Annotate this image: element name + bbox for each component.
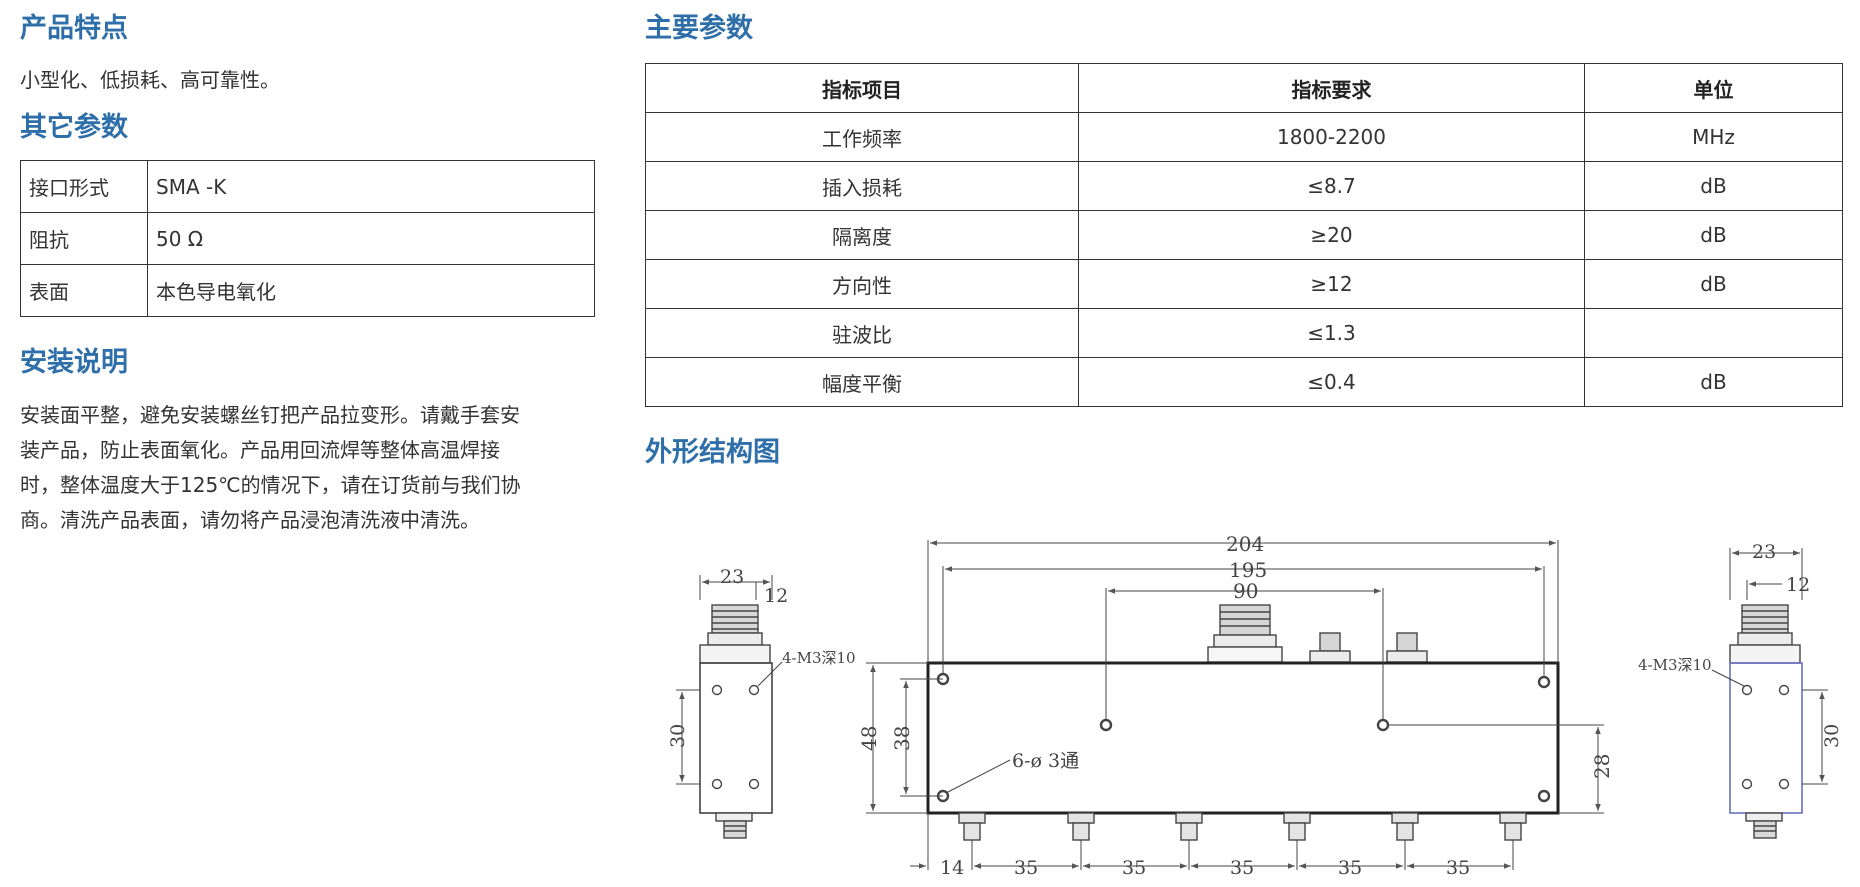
port-height-dim: 28 bbox=[1590, 754, 1614, 779]
left-offset-dim: 12 bbox=[764, 585, 788, 607]
connector-span-dim: 90 bbox=[1233, 579, 1258, 603]
outline-heading: 外形结构图 bbox=[645, 437, 780, 468]
cell: ≤0.4 bbox=[1078, 357, 1585, 407]
height-dim: 48 bbox=[857, 726, 881, 751]
port-pitch-dim: 35 bbox=[1122, 857, 1146, 879]
port-pitch-dim: 35 bbox=[1014, 857, 1038, 879]
table-header-row: 指标项目 指标要求 单位 bbox=[645, 63, 1843, 113]
column-header: 单位 bbox=[1584, 63, 1843, 113]
left-thread-note: 4-M3深10 bbox=[782, 649, 856, 667]
other-params-table: 接口形式 SMA -K 阻抗 50 Ω 表面 本色导电氧化 bbox=[20, 160, 595, 317]
first-port-offset-dim: 14 bbox=[940, 857, 964, 879]
install-heading: 安装说明 bbox=[20, 347, 128, 378]
param-value: SMA -K bbox=[147, 160, 595, 213]
left-side-view bbox=[676, 575, 783, 839]
right-offset-dim: 12 bbox=[1786, 574, 1810, 596]
left-width-dim: 23 bbox=[720, 566, 744, 588]
right-hole-spacing: 30 bbox=[1821, 724, 1843, 748]
other-params-heading: 其它参数 bbox=[20, 112, 128, 143]
left-hole-spacing: 30 bbox=[667, 724, 689, 748]
features-text: 小型化、低损耗、高可靠性。 bbox=[20, 68, 280, 92]
port-pitch-dim: 35 bbox=[1446, 857, 1470, 879]
install-text: 安装面平整，避免安装螺丝钉把产品拉变形。请戴手套安 装产品，防止表面氧化。产品用… bbox=[20, 398, 600, 538]
table-row: 接口形式 SMA -K bbox=[20, 160, 595, 213]
cell: 幅度平衡 bbox=[645, 357, 1079, 407]
overall-length-dim: 204 bbox=[1226, 532, 1264, 556]
features-heading: 产品特点 bbox=[20, 13, 128, 44]
right-side-view bbox=[1711, 548, 1828, 839]
hole-height-dim: 38 bbox=[890, 726, 914, 751]
table-row: 驻波比≤1.3 bbox=[645, 308, 1843, 358]
cell: dB bbox=[1584, 161, 1843, 211]
main-params-heading: 主要参数 bbox=[645, 13, 753, 44]
install-line: 装产品，防止表面氧化。产品用回流焊等整体高温焊接 bbox=[20, 438, 500, 462]
param-value: 本色导电氧化 bbox=[147, 264, 595, 317]
hole-span-dim: 195 bbox=[1229, 558, 1267, 582]
install-line: 时，整体温度大于125℃的情况下，请在订货前与我们协 bbox=[20, 473, 521, 497]
column-header: 指标项目 bbox=[645, 63, 1079, 113]
param-label: 接口形式 bbox=[20, 160, 148, 213]
cell: dB bbox=[1584, 259, 1843, 309]
right-thread-note: 4-M3深10 bbox=[1638, 656, 1712, 674]
right-width-dim: 23 bbox=[1752, 541, 1776, 563]
cell: ≥12 bbox=[1078, 259, 1585, 309]
cell bbox=[1584, 308, 1843, 358]
front-view bbox=[866, 540, 1604, 870]
cell: 驻波比 bbox=[645, 308, 1079, 358]
param-value: 50 Ω bbox=[147, 212, 595, 265]
table-row: 表面 本色导电氧化 bbox=[20, 264, 595, 317]
cell: 工作频率 bbox=[645, 112, 1079, 162]
port-pitch-dim: 35 bbox=[1338, 857, 1362, 879]
cell: 1800-2200 bbox=[1078, 112, 1585, 162]
column-header: 指标要求 bbox=[1078, 63, 1585, 113]
port-pitch-dim: 35 bbox=[1230, 857, 1254, 879]
cell: ≤1.3 bbox=[1078, 308, 1585, 358]
through-holes-note: 6-ø 3通 bbox=[1012, 750, 1079, 772]
install-line: 安装面平整，避免安装螺丝钉把产品拉变形。请戴手套安 bbox=[20, 403, 520, 427]
cell: dB bbox=[1584, 357, 1843, 407]
install-line: 商。清洗产品表面，请勿将产品浸泡清洗液中清洗。 bbox=[20, 508, 480, 532]
